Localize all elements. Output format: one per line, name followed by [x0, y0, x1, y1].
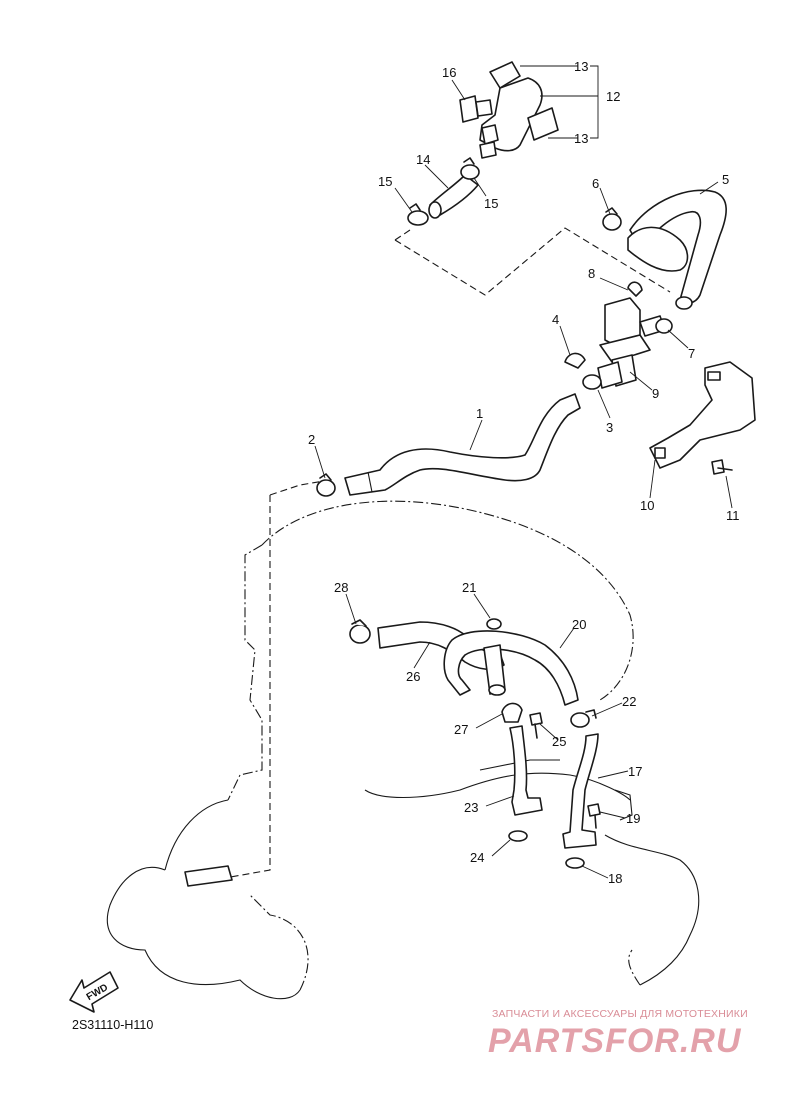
- callout-4: 4: [552, 312, 559, 327]
- callout-24: 24: [470, 850, 484, 865]
- clamp-15-a: [407, 203, 429, 226]
- clamp-7: [655, 318, 673, 334]
- bracket-10: [649, 361, 756, 469]
- hose-1: [344, 393, 581, 496]
- connection-lines: [394, 227, 671, 296]
- callout-18: 18: [608, 871, 622, 886]
- reed-valve-assembly: [459, 61, 559, 159]
- clip-8: [627, 281, 643, 297]
- bolt-25: [529, 712, 543, 739]
- clamp-3: [582, 374, 602, 390]
- callout-10: 10: [640, 498, 654, 513]
- watermark-caption: ЗАПЧАСТИ И АКСЕССУАРЫ ДЛЯ МОТОТЕХНИКИ: [492, 1008, 748, 1020]
- clamp-15-b: [460, 157, 480, 180]
- callout-27: 27: [454, 722, 468, 737]
- clip-4: [564, 352, 586, 369]
- callout-17: 17: [628, 764, 642, 779]
- pipe-23: [509, 725, 543, 816]
- gasket-18: [565, 857, 585, 869]
- clamp-28: [349, 619, 371, 644]
- callout-16: 16: [442, 65, 456, 80]
- callout-5: 5: [722, 172, 729, 187]
- callout-20: 20: [572, 617, 586, 632]
- callout-11: 11: [726, 508, 740, 523]
- hose-26: [377, 621, 505, 671]
- pipe-17: [562, 733, 599, 849]
- air-pipe-5: [627, 189, 727, 310]
- callout-7: 7: [688, 346, 695, 361]
- engine-outline: [106, 479, 700, 1000]
- air-cut-valve-9: [597, 297, 666, 389]
- callout-28: 28: [334, 580, 348, 595]
- gasket-24: [508, 830, 528, 842]
- diagram-code: 2S31110-H110: [72, 1018, 154, 1032]
- callout-19: 19: [626, 811, 640, 826]
- callout-2: 2: [308, 432, 315, 447]
- callout-12: 12: [606, 89, 620, 104]
- bolt-11: [711, 459, 733, 475]
- callout-8: 8: [588, 266, 595, 281]
- callout-25: 25: [552, 734, 566, 749]
- engine-stub: [184, 865, 233, 887]
- clip-21: [486, 618, 502, 630]
- callout-15-b: 15: [484, 196, 498, 211]
- callout-22: 22: [622, 694, 636, 709]
- fwd-arrow-icon: FWD: [69, 971, 119, 1013]
- clamp-2: [316, 473, 336, 497]
- callout-13-b: 13: [574, 131, 588, 146]
- callout-9: 9: [652, 386, 659, 401]
- leader-lines: [314, 65, 733, 879]
- clamp-27: [501, 702, 523, 723]
- watermark-logo: PARTSFOR.RU: [488, 1022, 742, 1060]
- bolt-19: [587, 803, 601, 829]
- callout-1: 1: [476, 406, 483, 421]
- callout-numbers: 1 2 3 4 5 6 7 8 9 10 11 12 13 13 14 15 1…: [308, 59, 740, 886]
- clamp-22: [570, 709, 597, 728]
- callout-21: 21: [462, 580, 476, 595]
- callout-6: 6: [592, 176, 599, 191]
- callout-23: 23: [464, 800, 478, 815]
- callout-3: 3: [606, 420, 613, 435]
- hose-20: [443, 630, 579, 706]
- callout-15-a: 15: [378, 174, 392, 189]
- callout-14: 14: [416, 152, 430, 167]
- callout-13-a: 13: [574, 59, 588, 74]
- hose-14: [428, 174, 479, 219]
- clamp-6: [602, 207, 622, 231]
- callout-26: 26: [406, 669, 420, 684]
